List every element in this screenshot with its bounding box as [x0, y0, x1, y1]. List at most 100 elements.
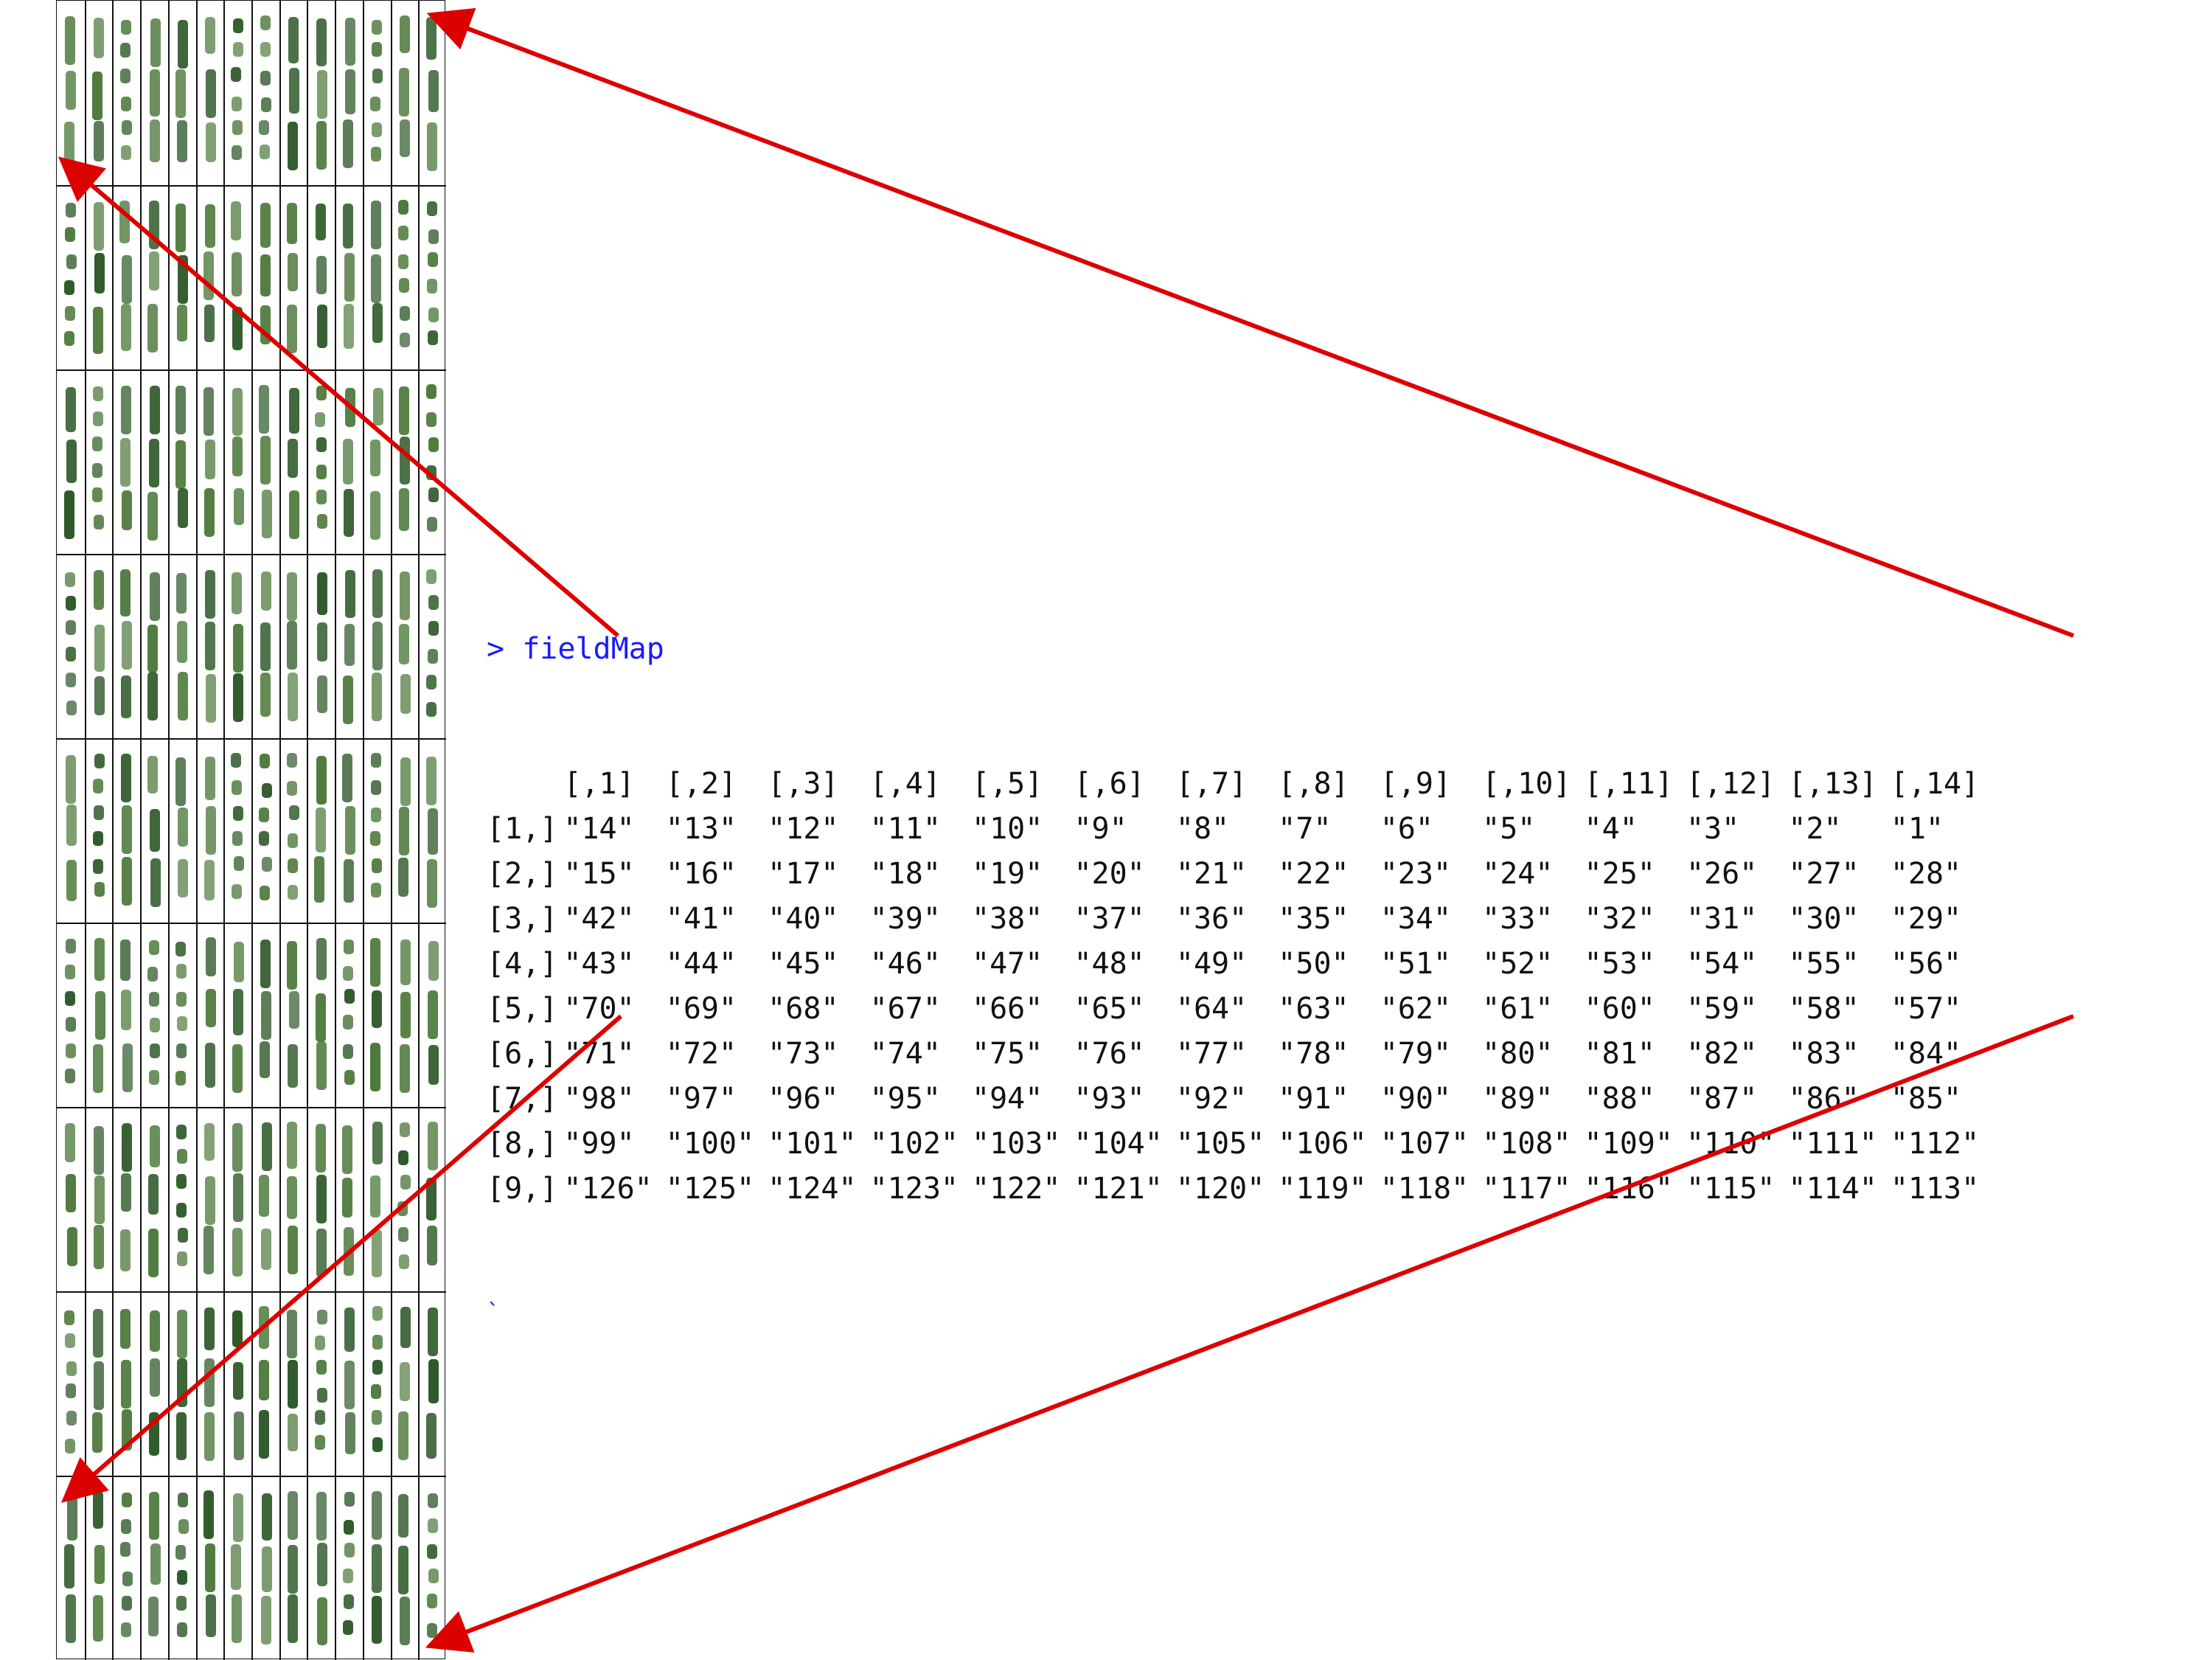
matrix-cell: "36": [1175, 902, 1248, 936]
plot-vegetation: [176, 1309, 187, 1358]
plot-vegetation: [205, 1176, 216, 1226]
plot-vegetation: [372, 1229, 383, 1277]
matrix-cell: "19": [972, 857, 1043, 891]
matrix-cell: "122": [972, 1172, 1061, 1206]
plot-vegetation: [428, 649, 439, 664]
plot-vegetation: [259, 831, 270, 847]
plot-column-divider: [251, 1, 253, 1660]
plot-vegetation: [314, 856, 325, 903]
matrix-row: [4,]"43""44""45""46""47""48""49""50""51"…: [487, 942, 1992, 987]
plot-vegetation: [398, 488, 409, 531]
plot-vegetation: [122, 620, 133, 670]
plot-vegetation: [260, 203, 271, 249]
plot-vegetation: [150, 1358, 161, 1397]
plot-vegetation: [119, 1229, 131, 1272]
matrix-cell: "10": [972, 812, 1043, 846]
matrix-cell: "80": [1482, 1037, 1554, 1071]
plot-vegetation: [343, 966, 354, 982]
plot-vegetation: [94, 253, 105, 294]
console-continuation: `: [487, 1299, 501, 1325]
plot-vegetation: [66, 1411, 77, 1426]
matrix-cell: "34": [1380, 902, 1452, 936]
plot-vegetation: [400, 1307, 411, 1349]
matrix-corner: [487, 762, 563, 807]
plot-vegetation: [64, 15, 75, 65]
plot-vegetation: [398, 1254, 409, 1270]
matrix-cell: "29": [1890, 902, 1962, 936]
plot-vegetation: [121, 97, 132, 112]
plot-vegetation: [175, 1124, 187, 1139]
plot-vegetation: [314, 1435, 325, 1451]
matrix-row: [5,]"70""69""68""67""66""65""64""63""62"…: [487, 987, 1992, 1032]
plot-vegetation: [261, 1546, 272, 1592]
matrix-cell: "70": [563, 992, 635, 1026]
plot-vegetation: [121, 754, 132, 803]
plot-vegetation: [259, 1306, 270, 1349]
plot-vegetation: [233, 1493, 244, 1543]
console-prompt: >: [487, 632, 505, 666]
plot-vegetation: [93, 18, 104, 59]
plot-vegetation: [397, 1493, 408, 1538]
plot-vegetation: [428, 1044, 439, 1086]
plot-vegetation: [93, 830, 104, 846]
matrix-col-header: [,6]: [1074, 767, 1145, 801]
plot-vegetation: [428, 1568, 439, 1583]
plot-vegetation: [66, 805, 77, 846]
plot-vegetation: [261, 856, 272, 872]
matrix-cell: "72": [665, 1037, 737, 1071]
plot-vegetation: [398, 386, 409, 435]
plot-vegetation: [92, 1044, 103, 1094]
plot-vegetation: [343, 438, 354, 485]
plot-vegetation: [233, 673, 244, 722]
plot-vegetation: [370, 201, 381, 250]
plot-vegetation: [425, 465, 437, 481]
plot-vegetation: [149, 808, 160, 852]
plot-vegetation: [259, 145, 270, 160]
plot-vegetation: [121, 254, 132, 304]
plot-vegetation: [232, 989, 243, 1035]
plot-vegetation: [231, 1544, 242, 1590]
matrix-cell: "64": [1175, 992, 1248, 1026]
matrix-row: [2,]"15""16""17""18""19""20""21""22""23"…: [487, 852, 1992, 897]
matrix-cell: "94": [972, 1082, 1043, 1116]
plot-vegetation: [344, 17, 355, 66]
matrix-cell: "46": [869, 947, 941, 981]
plot-vegetation: [400, 1122, 411, 1137]
matrix-col-header: [,12]: [1686, 767, 1775, 801]
plot-vegetation: [232, 387, 243, 437]
matrix-cell: "42": [563, 902, 635, 936]
plot-vegetation: [66, 1594, 77, 1643]
plot-vegetation: [316, 490, 327, 505]
matrix-row-header: [6,]: [487, 1037, 558, 1071]
plot-vegetation: [204, 251, 215, 301]
plot-vegetation: [66, 859, 77, 901]
matrix-cell: "39": [869, 902, 941, 936]
plot-vegetation: [372, 1490, 383, 1540]
plot-vegetation: [204, 1122, 215, 1161]
plot-vegetation: [122, 1043, 133, 1093]
plot-vegetation: [232, 1173, 243, 1223]
matrix-cell: "79": [1380, 1037, 1452, 1071]
plot-vegetation: [342, 1619, 353, 1635]
plot-vegetation: [93, 120, 104, 162]
plot-vegetation: [176, 1570, 187, 1586]
plot-vegetation: [425, 1412, 437, 1459]
plot-vegetation: [425, 569, 437, 584]
matrix-cell: "32": [1584, 902, 1655, 936]
plot-vegetation: [120, 989, 131, 1030]
plot-vegetation: [232, 119, 243, 135]
plot-vegetation: [370, 146, 381, 162]
plot-vegetation: [344, 253, 355, 302]
plot-vegetation: [399, 572, 410, 621]
plot-vegetation: [150, 18, 161, 67]
plot-vegetation: [120, 1173, 131, 1212]
plot-vegetation: [428, 229, 439, 244]
matrix-cell: "96": [768, 1082, 839, 1116]
plot-vegetation: [149, 119, 160, 163]
matrix-cell: "125": [665, 1172, 755, 1206]
plot-vegetation: [233, 488, 244, 526]
plot-vegetation: [398, 200, 409, 215]
plot-vegetation: [205, 674, 216, 723]
plot-vegetation: [232, 18, 243, 34]
matrix-cell: "105": [1175, 1127, 1265, 1161]
